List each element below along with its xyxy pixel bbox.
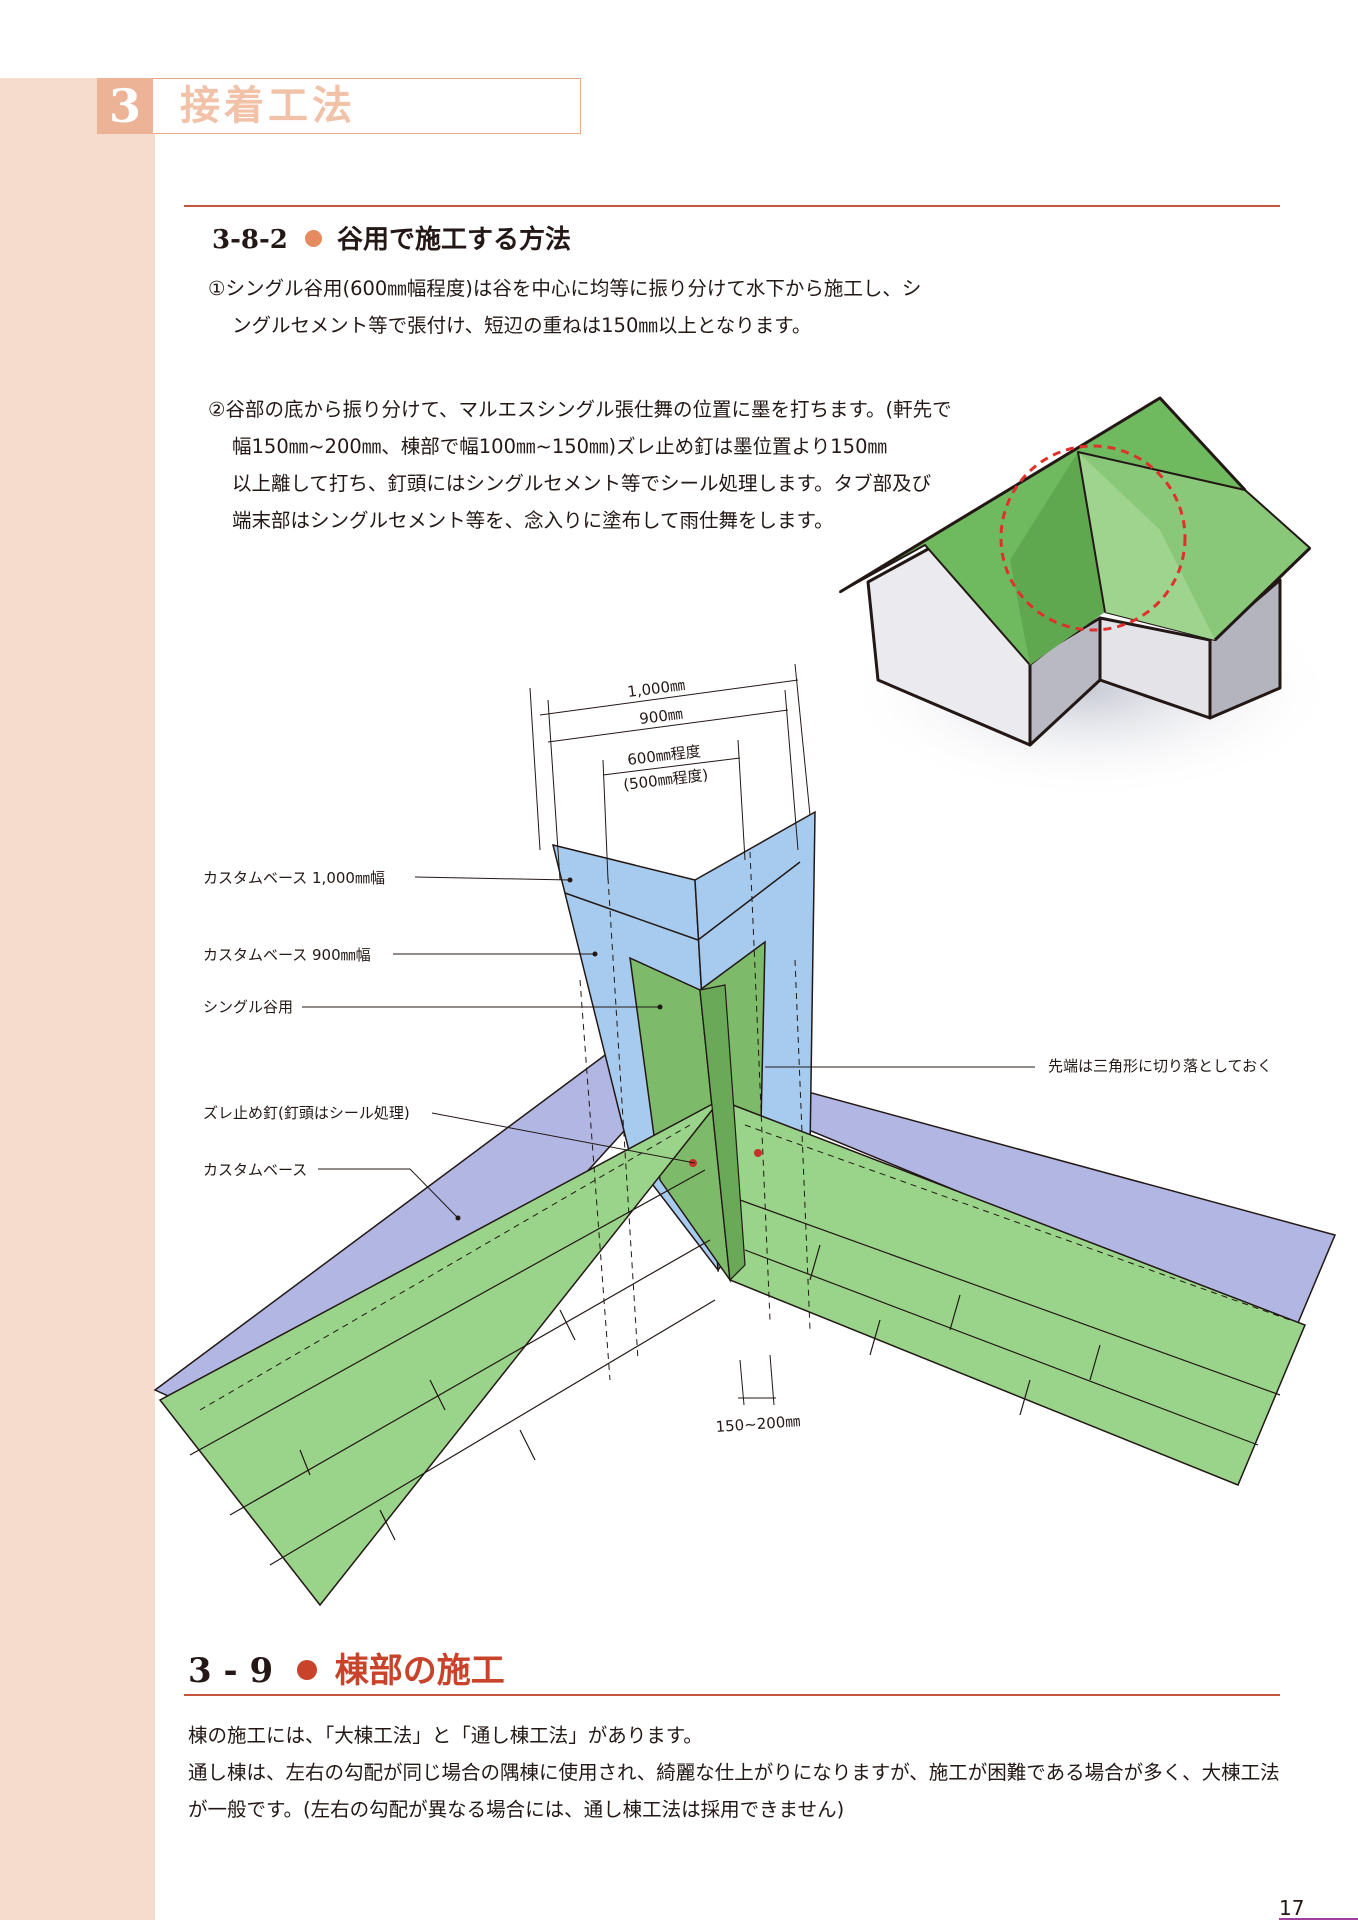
roof-valley-line [1077,451,1106,613]
shingle-field-left [158,1099,721,1607]
label-valley-shingle: シングル谷用 [203,998,293,1016]
roof-valley-right [1078,452,1215,640]
label-nail: ズレ止め釘(釘頭はシール処理) [203,1104,410,1122]
section-382-number: 3-8-2 [212,225,288,255]
section-39-title: 棟部の施工 [334,1651,505,1691]
roof-ridge [839,396,1247,594]
chapter-title: 接着工法 [180,83,356,129]
highlight-circle [999,444,1187,632]
section-39-rule [184,1694,1280,1696]
paragraph-2-line: ②谷部の底から振り分けて、マルエスシングル張仕舞の位置に墨を打ちます。(軒先で [208,398,952,421]
paragraph-2-line: 端末部はシングルセメント等を、念入りに塗布して雨仕舞をします。 [232,509,834,532]
page-number: 17 [1279,1896,1305,1920]
shingle-courses [189,1169,1281,1566]
paragraph-1: ①シングル谷用(600㎜幅程度)は谷を中心に均等に振り分けて水下から施工し、シ … [208,270,921,344]
section-39-body: 棟の施工には、「大棟工法」と「通し棟工法」があります。 通し棟は、左右の勾配が同… [188,1717,1288,1828]
label-base-1000: カスタムベース 1,000㎜幅 [203,869,385,887]
leader-dot [455,1215,461,1221]
roof-valley-left [1010,452,1105,665]
custom-base-900-edge [564,861,801,941]
roof-eave [1213,546,1312,642]
label-custom-base: カスタムベース [203,1161,307,1179]
section-39-number: 3 - 9 [188,1651,274,1691]
paragraph-1-line: ①シングル谷用(600㎜幅程度)は谷を中心に均等に振り分けて水下から施工し、シ [208,277,922,300]
valley-diagram: 1,000㎜ 900㎜ 600㎜程度 (500㎜程度) 150~200㎜ カスタ… [153,663,1337,1607]
leader-lines [302,876,1035,1219]
page-number-underline [1279,1918,1358,1920]
bullet-dot-icon [296,1659,317,1680]
house-illustration [839,396,1340,800]
paragraph-1-line: ングルセメント等で張付け、短辺の重ねは150㎜以上となります。 [232,314,812,337]
section-39-line: 通し棟は、左右の勾配が同じ場合の隅棟に使用され、綺麗な仕上がりになりますが、施工… [188,1761,1280,1784]
leader-dot [567,877,573,883]
section-39-line: が一般です。(左右の勾配が異なる場合には、通し棟工法は採用できません) [188,1798,845,1821]
dim-600: 600㎜程度 [626,742,701,769]
paragraph-2: ②谷部の底から振り分けて、マルエスシングル張仕舞の位置に墨を打ちます。(軒先で … [208,391,952,539]
dimension-lines [529,663,811,1406]
dim-900: 900㎜ [638,705,684,728]
leader-dot [592,951,598,957]
paragraph-2-line: 以上離して打ち、釘頭にはシングルセメント等でシール処理します。タブ部及び [232,472,932,495]
paragraph-2-line: 幅150㎜~200㎜、棟部で幅100㎜~150㎜)ズレ止め釘は墨位置より150㎜ [232,435,887,458]
chalk-lines [199,851,1291,1411]
section-rule-top [184,205,1280,207]
nail-mark-right [754,1149,762,1157]
chapter-header-box [97,78,581,134]
valley-center-strip [699,984,746,1282]
dim-150-200: 150~200㎜ [715,1412,801,1436]
dim-500: (500㎜程度) [622,766,709,794]
section-382-title: 谷用で施工する方法 [336,225,571,255]
leader-dot [657,1004,663,1010]
label-triangle-tip: 先端は三角形に切り落としておく [1048,1057,1272,1075]
section-39-heading: 3 - 9 棟部の施工 [188,1648,505,1694]
section-39-line: 棟の施工には、「大棟工法」と「通し棟工法」があります。 [188,1724,703,1747]
label-base-900: カスタムベース 900㎜幅 [203,946,371,964]
dim-1000: 1,000㎜ [626,676,686,701]
chapter-number: 3 [97,78,153,134]
section-382-heading: 3-8-2 谷用で施工する方法 [212,222,571,258]
bullet-dot-icon [304,230,322,247]
side-band [0,78,155,1920]
